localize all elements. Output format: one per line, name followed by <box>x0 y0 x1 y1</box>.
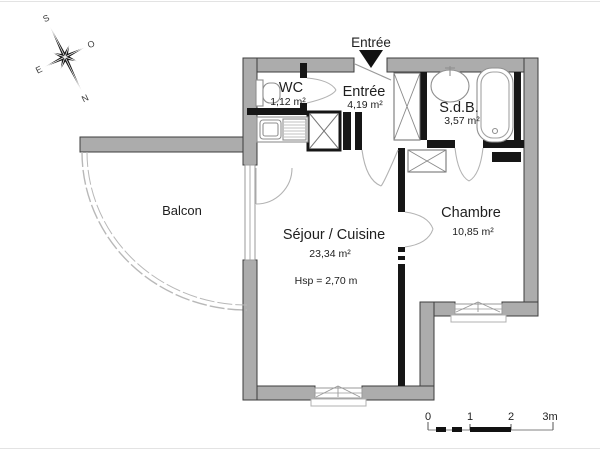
wall-step <box>419 301 435 401</box>
wc-label: WC <box>279 80 303 96</box>
entrance-arrow-icon <box>359 50 383 68</box>
toilet-icon <box>255 79 281 107</box>
bathtub-icon <box>476 67 514 143</box>
sejour-window <box>310 385 367 407</box>
compass-west-label: O <box>86 38 97 50</box>
entree-room-label: Entrée <box>343 84 386 100</box>
wall-chambre-niche <box>492 152 521 162</box>
entrance-label: Entrée <box>351 35 391 50</box>
room-labels: WC 1,12 m² Entrée 4,19 m² S.d.B. 3,57 m²… <box>162 80 501 287</box>
wall-sdb-bottom-left <box>427 140 455 148</box>
wall-top-right <box>386 57 539 73</box>
fixtures <box>255 66 514 143</box>
sejour-ceiling-height: Hsp = 2,70 m <box>295 275 358 287</box>
washbasin-icon <box>430 66 470 103</box>
wall-sejour-chambre-bottom <box>398 247 405 386</box>
sejour-label: Séjour / Cuisine <box>283 227 385 243</box>
wall-sejour-chambre-top <box>398 148 405 212</box>
scale-3m: 3m <box>542 411 557 423</box>
compass-east-label: E <box>34 64 44 76</box>
entree-closet <box>393 72 421 141</box>
balcony-french-window <box>244 164 293 261</box>
compass-north-label: N <box>80 92 90 104</box>
scale-1: 1 <box>467 411 473 423</box>
wc-area: 1,12 m² <box>270 96 306 108</box>
entrance-door-leaf <box>354 63 392 81</box>
wall-balcony-top <box>79 136 244 153</box>
wall-sdb-bottom-right <box>483 140 524 148</box>
wall-wc-right-top <box>300 63 307 78</box>
balcony-railing <box>81 151 248 311</box>
sdb-area: 3,57 m² <box>444 115 480 127</box>
compass-rose-icon: S O E N <box>34 13 97 105</box>
wall-top-left <box>242 57 355 73</box>
wall-sejour-bottom-right <box>361 385 435 401</box>
closets <box>306 72 447 173</box>
wall-entree-jamb-right <box>355 112 362 150</box>
door-swings <box>306 77 484 248</box>
sdb-label: S.d.B. <box>439 100 479 116</box>
wall-chambre-bottom-right <box>501 301 539 317</box>
wall-left-bottom <box>242 259 258 401</box>
compass-south-label: S <box>41 13 51 25</box>
kitchen-shaft-closet <box>306 110 342 152</box>
chambre-door-arc <box>404 211 434 248</box>
sdb-door-arc <box>454 147 484 182</box>
balcony-door-arc <box>255 167 293 205</box>
chambre-window <box>450 301 507 323</box>
wall-entree-sdb <box>420 72 427 140</box>
wall-sdb-duct <box>514 72 521 144</box>
chambre-area: 10,85 m² <box>452 226 494 238</box>
wall-wc-right-bottom <box>300 103 307 112</box>
chambre-closet <box>407 149 447 173</box>
kitchen-sink-icon <box>256 116 309 143</box>
chambre-label: Chambre <box>441 205 501 221</box>
wall-right <box>523 57 539 317</box>
scale-bar: 0 1 2 3m <box>425 411 558 432</box>
wall-dash-detail <box>398 252 405 264</box>
scale-0: 0 <box>425 411 431 423</box>
entree-sejour-door-arc <box>361 149 399 187</box>
wall-entree-jamb-left <box>343 112 351 150</box>
scale-2: 2 <box>508 411 514 423</box>
wall-wc-bottom <box>247 108 307 115</box>
entree-room-area: 4,19 m² <box>347 99 383 111</box>
windows <box>244 164 507 407</box>
balcon-label: Balcon <box>162 203 202 218</box>
wc-door-arc <box>306 77 337 104</box>
sejour-area: 23,34 m² <box>309 248 351 260</box>
partition-walls <box>247 63 524 386</box>
